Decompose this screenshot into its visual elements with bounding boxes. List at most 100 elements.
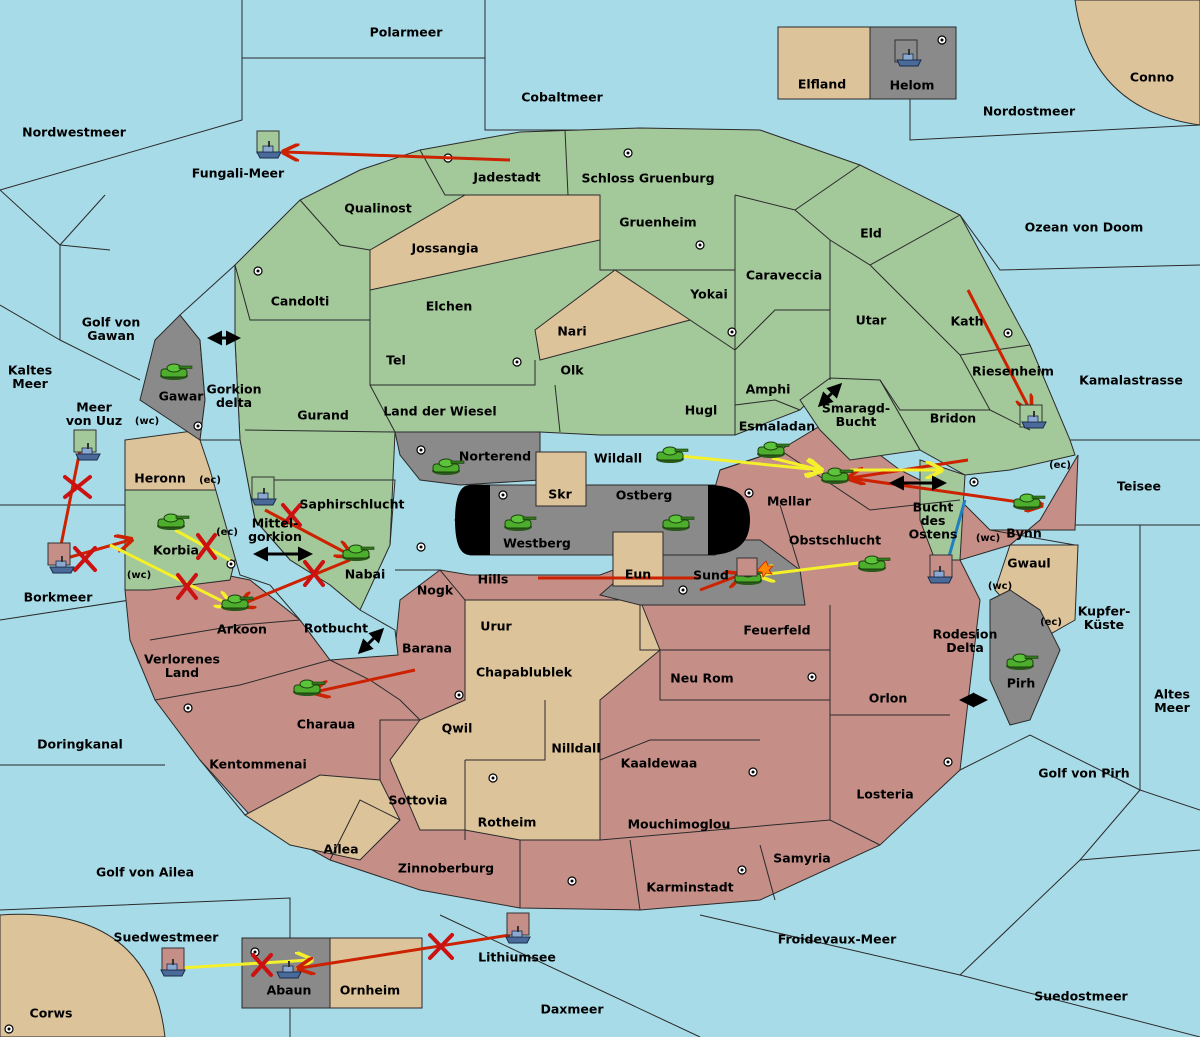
province-label: Jadestadt	[472, 170, 540, 185]
province-label: Qwil	[442, 721, 473, 736]
sea-label: Smaragd-Bucht	[822, 400, 890, 429]
province-label: Jossangia	[410, 241, 478, 256]
supply-centre-icon	[623, 148, 633, 158]
supply-centre-icon	[416, 542, 426, 552]
move-order-arrow	[240, 558, 351, 605]
sea-mittel-gorkion	[199, 439, 399, 661]
supply-centre-icon	[943, 757, 953, 767]
coast-label: (ec)	[1049, 460, 1071, 471]
supply-centre-icon	[454, 690, 464, 700]
province-labels: Jadestadt Schloss Gruenburg Qualinost Jo…	[134, 77, 1054, 998]
coast-label: (wc)	[976, 533, 1000, 544]
province-label: Amphi	[746, 382, 791, 397]
province-label: Elfland	[798, 77, 846, 92]
sea-label: Kupfer-Küste	[1078, 603, 1131, 632]
move-order-arrow	[300, 933, 511, 968]
province-label: Wildall	[594, 451, 642, 466]
province-label: Eun	[625, 567, 651, 582]
province-label: Esmaladan	[739, 419, 815, 434]
province-label: Ailea	[323, 842, 358, 857]
province-skr[interactable]	[535, 451, 587, 507]
province-gwaul[interactable]	[994, 544, 1079, 641]
sea-label: Daxmeer	[540, 1002, 604, 1017]
supply-centre-icon	[1003, 328, 1013, 338]
move-order-arrow	[315, 668, 416, 692]
province-label: Abaun	[267, 983, 312, 998]
province-label: Feuerfeld	[743, 623, 810, 638]
province-label: Candolti	[271, 294, 330, 309]
support-order-arrow	[174, 528, 231, 562]
sea-label: Golf von Pirh	[1038, 766, 1129, 781]
sea-label: Kamalastrasse	[1079, 373, 1183, 388]
province-label: Nabai	[345, 567, 386, 582]
cross-icon	[196, 533, 217, 560]
province-label: Bridon	[930, 411, 976, 426]
province-label: Norterend	[459, 449, 531, 464]
sea-label: Suedwestmeer	[114, 930, 220, 945]
supply-centre-icon	[193, 421, 203, 431]
orders-layer	[58, 152, 1040, 968]
supply-centre-icon	[727, 327, 737, 337]
supply-centre-icon	[488, 773, 498, 783]
convoy-order-line	[946, 499, 967, 561]
province-label: Chapablublek	[476, 665, 573, 680]
supply-centre-icon	[678, 585, 688, 595]
region-south-inner[interactable]	[389, 599, 661, 841]
move-order-arrow	[699, 575, 740, 592]
move-order-arrow	[966, 289, 1030, 410]
province-label: Utar	[856, 313, 888, 328]
province-label: Gawar	[159, 389, 205, 404]
coast-label: (wc)	[135, 416, 159, 427]
province-label: Saphirschlucht	[300, 497, 405, 512]
province-label: Westberg	[503, 536, 571, 551]
province-label: Nogk	[417, 583, 454, 598]
sea-label: Teisee	[1117, 479, 1161, 494]
province-label: Eld	[860, 226, 882, 241]
support-order-arrow	[760, 561, 859, 575]
coast-label: (wc)	[127, 570, 151, 581]
province-elfland[interactable]	[777, 26, 871, 100]
province-label: Hills	[478, 572, 509, 587]
province-label: Rotheim	[478, 815, 537, 830]
sea-label: Froidevaux-Meer	[778, 932, 897, 947]
province-label: Helom	[890, 78, 935, 93]
cross-icon	[428, 933, 454, 960]
province-label: Gwaul	[1007, 556, 1050, 571]
province-ornheim[interactable]	[329, 937, 423, 1009]
sea-label: Polarmeer	[370, 25, 444, 40]
province-label: Nilldall	[551, 741, 600, 756]
cross-icon	[303, 560, 325, 587]
sea-label: Golf von Ailea	[96, 865, 194, 880]
supply-centre-icon	[253, 266, 263, 276]
province-label: Charaua	[297, 717, 355, 732]
move-order-arrow	[849, 476, 1040, 505]
province-label: Losteria	[856, 787, 913, 802]
province-conno-corner[interactable]	[1074, 0, 1200, 126]
ostberg-cap	[708, 485, 750, 555]
adjacency-arrows	[207, 330, 988, 708]
province-label: Nari	[557, 324, 586, 339]
province-label: Olk	[560, 363, 584, 378]
westberg-cap	[455, 485, 490, 555]
sea-label: Suedostmeer	[1034, 989, 1128, 1004]
sea-label: Ozean von Doom	[1025, 220, 1144, 235]
province-label: Obstschlucht	[789, 533, 881, 548]
province-label: Heronn	[134, 471, 186, 486]
sea-label: Doringkanal	[37, 737, 123, 752]
province-norterend[interactable]	[394, 431, 541, 486]
province-corws-corner[interactable]	[0, 913, 166, 1037]
province-label: Ostberg	[616, 488, 673, 503]
supply-centre-icon	[498, 490, 508, 500]
province-label: Bynn	[1006, 526, 1041, 541]
province-label: Elchen	[426, 299, 473, 314]
supply-centre-icon	[937, 35, 947, 45]
sea-label: Nordwestmeer	[22, 125, 127, 140]
cross-icon	[176, 573, 198, 600]
province-label: Kentommenai	[209, 757, 307, 772]
